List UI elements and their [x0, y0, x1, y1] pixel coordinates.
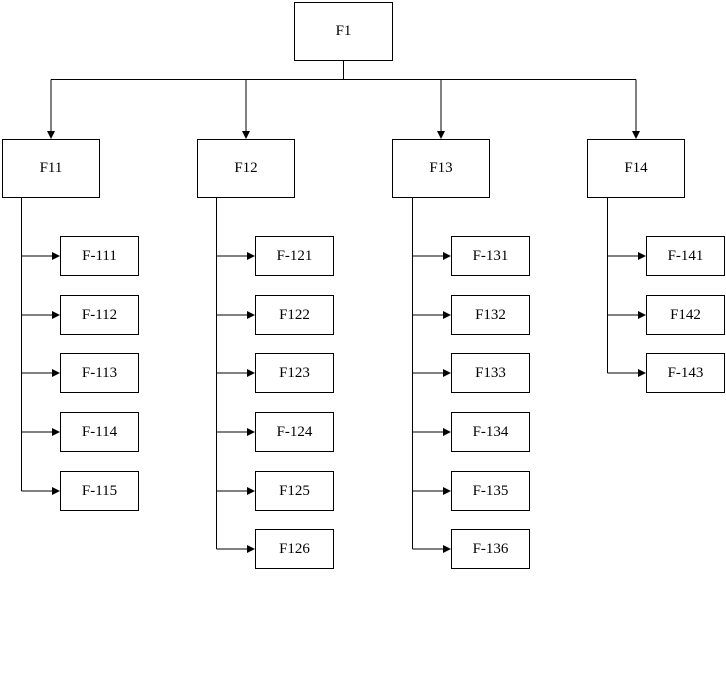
node-f-121: F-121: [255, 236, 334, 276]
node-f122: F122: [255, 295, 334, 335]
node-f-111: F-111: [60, 236, 139, 276]
node-f-141: F-141: [646, 236, 725, 276]
node-f11: F11: [2, 139, 100, 198]
node-f-136: F-136: [451, 529, 530, 569]
node-f12: F12: [197, 139, 295, 198]
node-f-115: F-115: [60, 471, 139, 511]
node-f123: F123: [255, 353, 334, 393]
node-f-113: F-113: [60, 353, 139, 393]
node-f-135: F-135: [451, 471, 530, 511]
node-f14: F14: [587, 139, 685, 198]
node-f13: F13: [392, 139, 490, 198]
node-f125: F125: [255, 471, 334, 511]
node-f142: F142: [646, 295, 725, 335]
node-f-124: F-124: [255, 412, 334, 452]
node-f-112: F-112: [60, 295, 139, 335]
node-f132: F132: [451, 295, 530, 335]
node-f-114: F-114: [60, 412, 139, 452]
root-node: F1: [294, 2, 393, 61]
node-f-134: F-134: [451, 412, 530, 452]
node-f126: F126: [255, 529, 334, 569]
node-f-131: F-131: [451, 236, 530, 276]
node-f133: F133: [451, 353, 530, 393]
node-f-143: F-143: [646, 353, 725, 393]
